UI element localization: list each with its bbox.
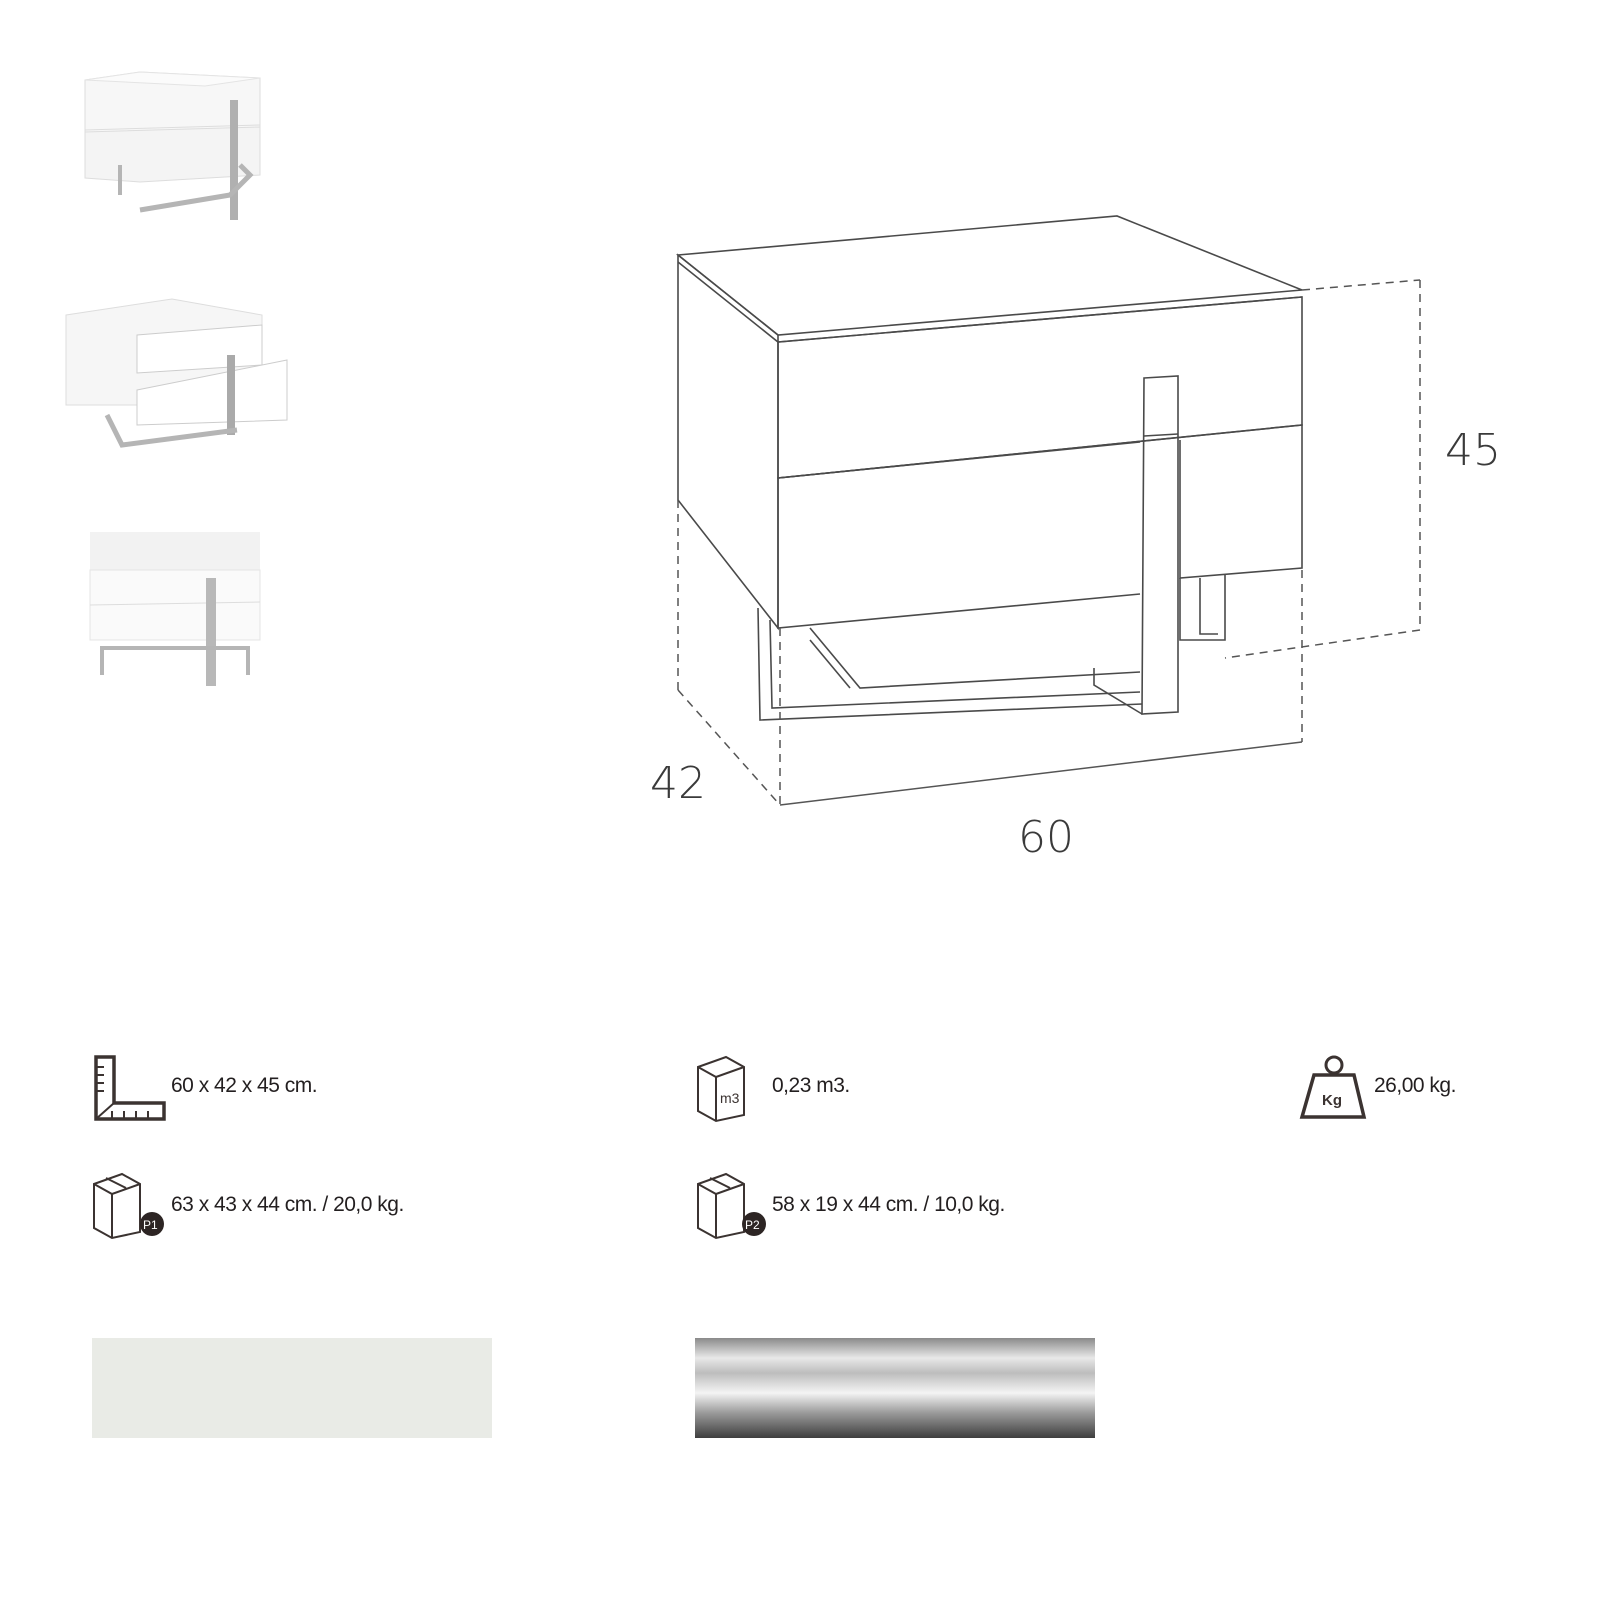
dimension-lines	[677, 279, 1421, 806]
set-square-ruler-icon	[94, 1055, 166, 1121]
technical-drawing	[675, 215, 1421, 806]
front-lower-drawer	[777, 424, 1303, 579]
width-dimension: 60	[1018, 812, 1074, 863]
height-dimension: 45	[1445, 425, 1501, 476]
volume-text: 0,23 m3.	[772, 1074, 850, 1097]
thumbnail-front-view[interactable]	[88, 530, 278, 690]
handle	[1141, 375, 1179, 715]
finish-swatch-white[interactable]	[92, 1338, 492, 1438]
finish-swatch-chrome[interactable]	[695, 1338, 1095, 1438]
base-frame	[757, 607, 1143, 721]
measurements-text: 60 x 42 x 45 cm.	[171, 1074, 318, 1097]
package-1-text: 63 x 43 x 44 cm. / 20,0 kg.	[171, 1193, 404, 1216]
thumbnail-open-drawers-view[interactable]	[62, 295, 292, 455]
kg-label: Kg	[1322, 1092, 1342, 1109]
weight-text: 26,00 kg.	[1374, 1074, 1456, 1097]
left-side	[677, 253, 779, 631]
package-1-icon: P1	[93, 1172, 164, 1240]
box-m3-icon: m3	[697, 1055, 745, 1123]
package-2-icon: P2	[697, 1172, 766, 1240]
thumbnail-closed-view[interactable]	[80, 70, 270, 220]
p1-label: P1	[143, 1218, 158, 1232]
depth-dimension: 42	[650, 758, 706, 809]
p2-label: P2	[745, 1218, 760, 1232]
m3-label: m3	[720, 1090, 740, 1106]
weight-kg-icon: Kg	[1299, 1055, 1367, 1119]
package-2-text: 58 x 19 x 44 cm. / 10,0 kg.	[772, 1193, 1005, 1216]
top-face	[675, 215, 1303, 336]
